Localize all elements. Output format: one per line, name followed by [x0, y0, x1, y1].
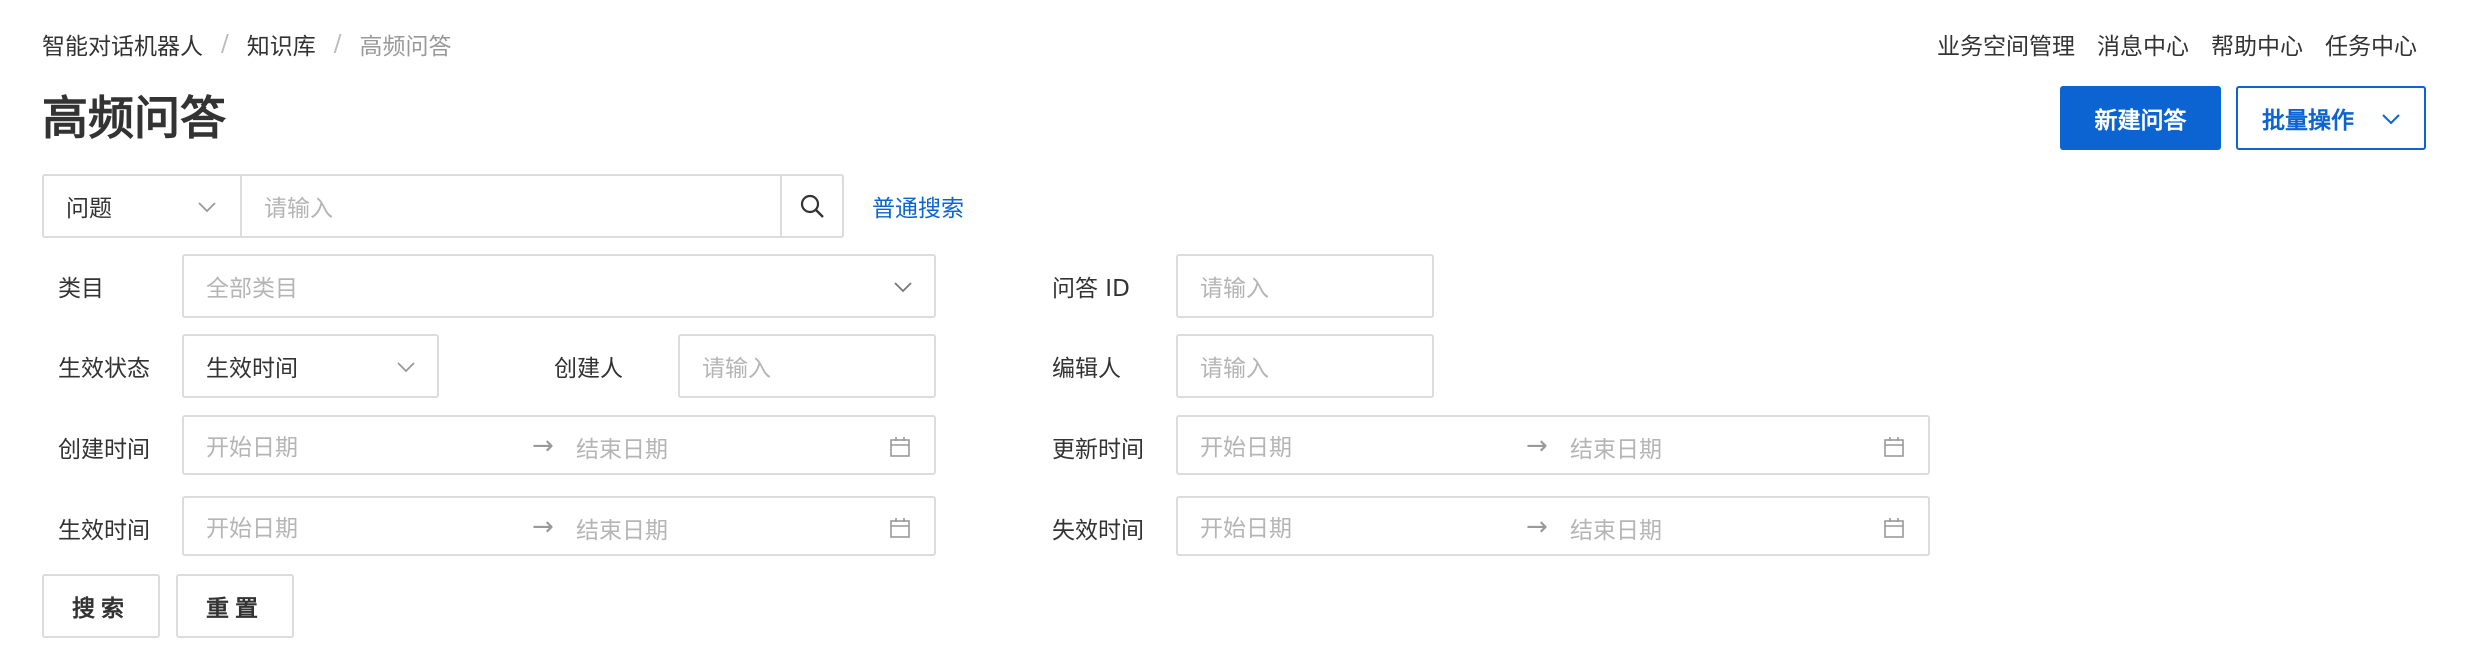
chevron-down-icon: [2382, 114, 2400, 125]
updated-time-range[interactable]: 开始日期 → 结束日期: [1176, 415, 1930, 475]
search-button[interactable]: 搜索: [42, 574, 160, 638]
editor-input[interactable]: 请输入: [1176, 334, 1434, 398]
search-icon: [800, 194, 824, 218]
nav-workspace-management[interactable]: 业务空间管理: [1937, 34, 2075, 60]
chevron-down-icon: [894, 282, 912, 293]
created-start-date[interactable]: 开始日期: [206, 435, 298, 461]
updated-end-date[interactable]: 结束日期: [1570, 437, 1662, 463]
reset-button[interactable]: 重置: [176, 574, 294, 638]
breadcrumb-item-knowledge[interactable]: 知识库: [246, 34, 316, 60]
updated-time-label: 更新时间: [1052, 437, 1144, 463]
search-type-select[interactable]: 问题: [44, 176, 242, 236]
arrow-right-icon: →: [532, 431, 554, 461]
qa-id-label: 问答 ID: [1052, 276, 1130, 302]
editor-label: 编辑人: [1052, 356, 1121, 382]
expire-end-date[interactable]: 结束日期: [1570, 518, 1662, 544]
arrow-right-icon: →: [532, 512, 554, 542]
updated-start-date[interactable]: 开始日期: [1200, 435, 1292, 461]
effective-time-label: 生效时间: [58, 518, 150, 544]
qa-id-input[interactable]: 请输入: [1176, 254, 1434, 318]
status-label: 生效状态: [58, 356, 150, 382]
calendar-icon: [890, 518, 910, 538]
top-nav: 业务空间管理 消息中心 帮助中心 任务中心: [1915, 26, 2417, 62]
chevron-down-icon: [198, 202, 216, 213]
search-input[interactable]: 请输入: [264, 196, 333, 222]
breadcrumb: 智能对话机器人 / 知识库 / 高频问答: [42, 26, 452, 62]
status-value: 生效时间: [206, 356, 298, 382]
breadcrumb-separator: /: [333, 31, 342, 57]
expire-time-range[interactable]: 开始日期 → 结束日期: [1176, 496, 1930, 556]
batch-operation-label: 批量操作: [2262, 108, 2354, 134]
created-end-date[interactable]: 结束日期: [576, 437, 668, 463]
search-type-value: 问题: [66, 196, 112, 222]
calendar-icon: [1884, 437, 1904, 457]
category-placeholder: 全部类目: [206, 276, 298, 302]
expire-time-label: 失效时间: [1052, 518, 1144, 544]
creator-input[interactable]: 请输入: [678, 334, 936, 398]
page-title: 高频问答: [42, 91, 226, 145]
breadcrumb-item-current: 高频问答: [359, 34, 452, 60]
creator-label: 创建人: [554, 356, 623, 382]
effective-start-date[interactable]: 开始日期: [206, 516, 298, 542]
chevron-down-icon: [397, 362, 415, 373]
new-qa-button[interactable]: 新建问答: [2060, 86, 2221, 150]
breadcrumb-item-robot[interactable]: 智能对话机器人: [42, 34, 203, 60]
nav-task-center[interactable]: 任务中心: [2325, 34, 2417, 60]
expire-start-date[interactable]: 开始日期: [1200, 516, 1292, 542]
calendar-icon: [890, 437, 910, 457]
nav-message-center[interactable]: 消息中心: [2097, 34, 2189, 60]
status-select[interactable]: 生效时间: [182, 334, 439, 398]
calendar-icon: [1884, 518, 1904, 538]
normal-search-link[interactable]: 普通搜索: [872, 196, 964, 222]
nav-help-center[interactable]: 帮助中心: [2211, 34, 2303, 60]
breadcrumb-separator: /: [221, 31, 229, 57]
created-time-label: 创建时间: [58, 437, 150, 463]
effective-time-range[interactable]: 开始日期 → 结束日期: [182, 496, 936, 556]
effective-end-date[interactable]: 结束日期: [576, 518, 668, 544]
arrow-right-icon: →: [1526, 512, 1548, 542]
category-label: 类目: [58, 276, 104, 302]
arrow-right-icon: →: [1526, 431, 1548, 461]
batch-operation-button[interactable]: 批量操作: [2236, 86, 2426, 150]
search-icon-button[interactable]: [780, 176, 842, 236]
created-time-range[interactable]: 开始日期 → 结束日期: [182, 415, 936, 475]
category-select[interactable]: 全部类目: [182, 254, 936, 318]
search-group: 问题 请输入: [42, 174, 844, 238]
